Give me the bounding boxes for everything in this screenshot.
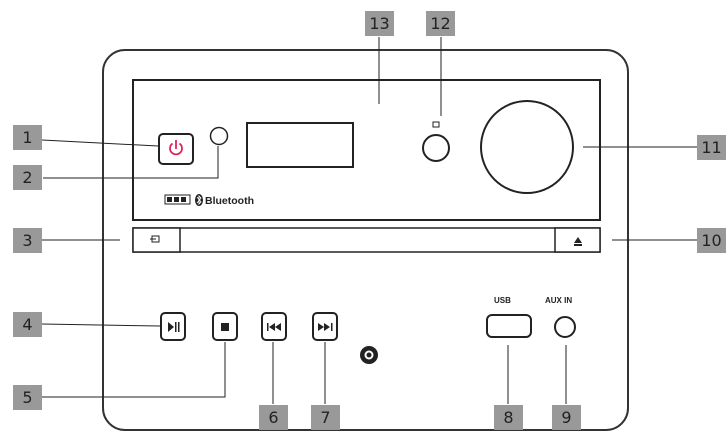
callout-2: 2 bbox=[13, 165, 42, 190]
power-button[interactable] bbox=[158, 133, 194, 165]
bluetooth-label: Bluetooth bbox=[205, 195, 254, 207]
volume-knob[interactable] bbox=[480, 100, 574, 194]
aux-in-jack[interactable] bbox=[554, 316, 576, 338]
callout-6: 6 bbox=[259, 405, 288, 430]
svg-text:1: 1 bbox=[22, 128, 32, 147]
callout-7: 7 bbox=[311, 405, 340, 430]
skip-back-icon bbox=[267, 323, 281, 331]
svg-text:3: 3 bbox=[22, 231, 32, 250]
mode-knob[interactable] bbox=[422, 134, 450, 162]
cd-logo bbox=[164, 194, 191, 205]
callout-11: 11 bbox=[697, 135, 726, 160]
callout-10: 10 bbox=[697, 228, 726, 253]
brand-logo-icon bbox=[360, 346, 378, 364]
callout-9: 9 bbox=[552, 405, 581, 430]
power-icon bbox=[169, 140, 183, 156]
svg-text:13: 13 bbox=[369, 14, 389, 33]
svg-text:7: 7 bbox=[320, 408, 330, 427]
leader-lines bbox=[41, 37, 697, 404]
eject-icon bbox=[574, 237, 582, 246]
cd-tray bbox=[132, 227, 601, 253]
stop-button[interactable] bbox=[212, 312, 238, 341]
usb-port[interactable] bbox=[486, 314, 532, 338]
play-pause-icon bbox=[168, 322, 180, 332]
svg-text:8: 8 bbox=[503, 408, 513, 427]
aux-in-label: AUX IN bbox=[545, 296, 572, 305]
callout-4: 4 bbox=[13, 312, 42, 337]
ir-sensor bbox=[209, 126, 229, 146]
svg-text:5: 5 bbox=[22, 388, 32, 407]
callout-8: 8 bbox=[494, 405, 523, 430]
skip-forward-icon bbox=[318, 323, 333, 331]
callout-13: 13 bbox=[365, 11, 394, 36]
svg-text:10: 10 bbox=[701, 231, 721, 250]
callout-1: 1 bbox=[13, 125, 42, 150]
next-button[interactable] bbox=[312, 312, 338, 341]
lcd-display bbox=[246, 122, 354, 168]
mode-indicator-icon bbox=[432, 121, 440, 128]
svg-text:9: 9 bbox=[561, 408, 571, 427]
usb-label: USB bbox=[494, 296, 511, 305]
callout-3: 3 bbox=[13, 228, 42, 253]
source-icon bbox=[150, 235, 160, 243]
svg-text:2: 2 bbox=[22, 168, 32, 187]
stop-icon bbox=[221, 323, 229, 331]
svg-text:6: 6 bbox=[268, 408, 278, 427]
callout-12: 12 bbox=[426, 11, 455, 36]
svg-text:4: 4 bbox=[22, 315, 32, 334]
source-button[interactable] bbox=[132, 227, 181, 253]
previous-button[interactable] bbox=[261, 312, 287, 341]
bluetooth-icon bbox=[195, 194, 203, 206]
callout-5: 5 bbox=[13, 385, 42, 410]
svg-text:12: 12 bbox=[430, 14, 450, 33]
play-pause-button[interactable] bbox=[160, 312, 186, 341]
svg-text:11: 11 bbox=[701, 138, 721, 157]
